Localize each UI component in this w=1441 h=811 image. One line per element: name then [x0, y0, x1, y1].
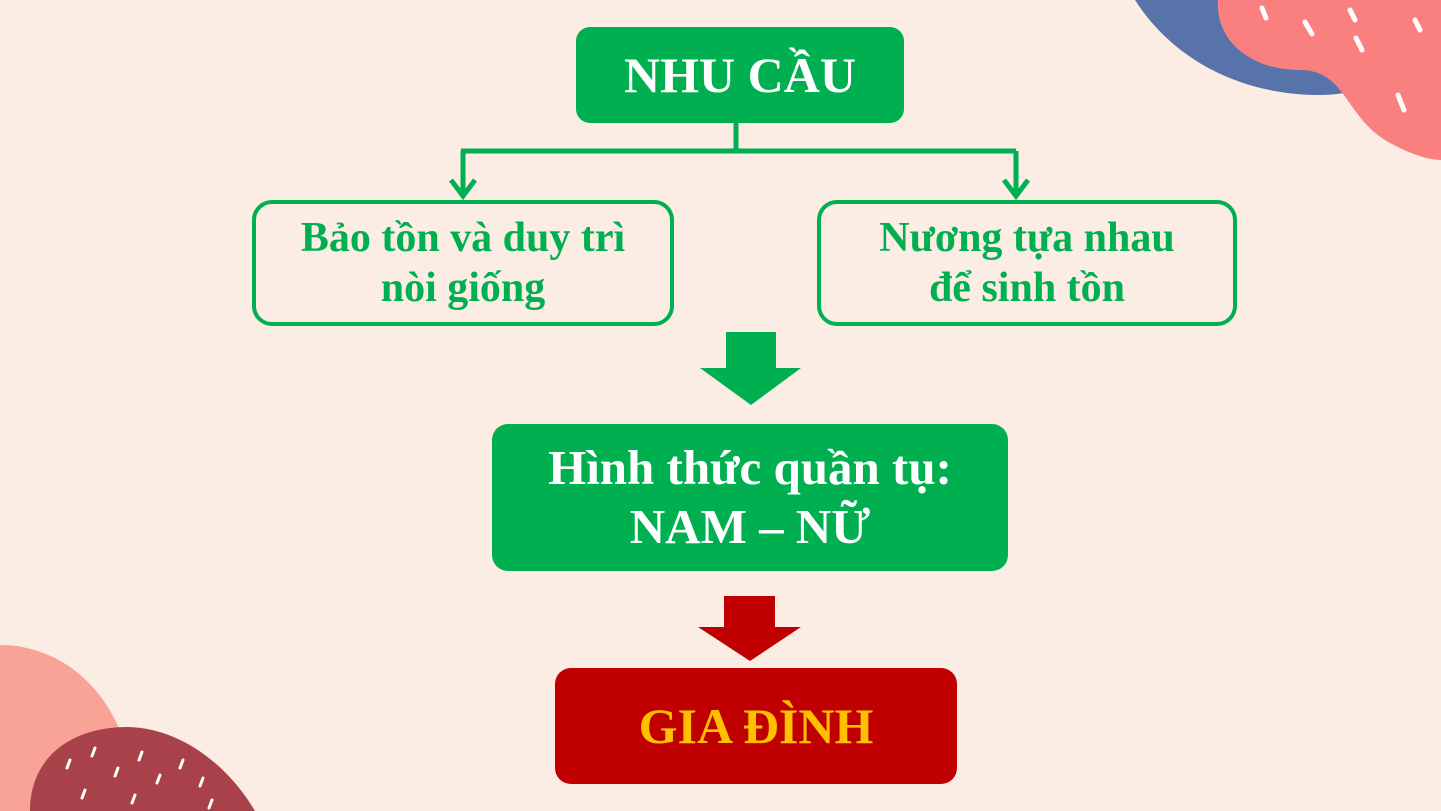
- family-box: GIA ĐÌNH: [555, 668, 957, 784]
- preserve-lineage-line1: Bảo tồn và duy trì: [301, 213, 625, 263]
- mutual-support-box: Nương tựa nhau để sinh tồn: [817, 200, 1237, 326]
- block-arrow-down-green: [700, 332, 801, 405]
- grouping-form-box: Hình thức quần tụ: NAM – NỮ: [492, 424, 1008, 571]
- grouping-form-line2: NAM – NỮ: [630, 498, 870, 557]
- mutual-support-line1: Nương tựa nhau: [879, 213, 1174, 263]
- needs-box: NHU CẦU: [576, 27, 904, 123]
- needs-label: NHU CẦU: [624, 45, 856, 105]
- grouping-form-line1: Hình thức quần tụ:: [548, 439, 952, 498]
- mutual-support-line2: để sinh tồn: [929, 263, 1125, 313]
- branch-connector: [451, 123, 1028, 196]
- family-label: GIA ĐÌNH: [639, 696, 874, 756]
- preserve-lineage-line2: nòi giống: [381, 263, 546, 313]
- preserve-lineage-box: Bảo tồn và duy trì nòi giống: [252, 200, 674, 326]
- block-arrow-down-red: [698, 596, 801, 661]
